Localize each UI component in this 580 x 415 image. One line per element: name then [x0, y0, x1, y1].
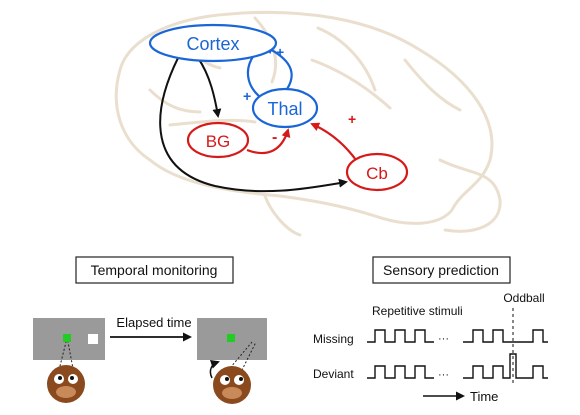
cortex-node: Cortex: [148, 23, 278, 63]
missing-dots: ···: [438, 333, 449, 345]
sign-thal-to-cortex: +: [276, 44, 284, 60]
green-target-2: [227, 334, 235, 342]
sign-cortex-to-thal: +: [243, 88, 251, 104]
white-target-1: [88, 334, 98, 344]
sign-cb-to-thal: +: [348, 111, 356, 127]
sensory-prediction-title: Sensory prediction: [383, 262, 499, 278]
oddball-label: Oddball: [503, 291, 544, 305]
bg-to-thal-arrow: [246, 128, 291, 155]
elapsed-time-label: Elapsed time: [116, 315, 191, 330]
sensory-prediction-title-box: [372, 256, 511, 284]
cb-label: Cb: [366, 164, 388, 183]
missing-pulse-train: [367, 329, 548, 343]
missing-row-label: Missing: [313, 332, 354, 346]
cb-to-thal-arrow: [310, 122, 357, 161]
deviant-dots: ···: [438, 369, 449, 381]
gaze-lines-2: [224, 341, 257, 375]
bg-node: BG: [186, 121, 250, 159]
monkey-head-2: [209, 359, 251, 404]
temporal-monitoring-title-box: [75, 256, 234, 284]
thal-node: Thal: [251, 87, 319, 129]
deviant-row-label: Deviant: [313, 367, 354, 381]
monkey-head-1: [47, 365, 85, 403]
time-label: Time: [470, 389, 498, 404]
cortex-label: Cortex: [186, 34, 239, 54]
deviant-pulse-train: [367, 353, 548, 379]
sign-bg-to-thal: -: [272, 129, 277, 146]
cortex-to-cb-arrow: [159, 57, 348, 193]
cortex-to-bg-arrow: [197, 57, 222, 118]
thal-label: Thal: [267, 99, 302, 119]
repetitive-stimuli-label: Repetitive stimuli: [372, 304, 463, 318]
temporal-monitoring-title: Temporal monitoring: [91, 262, 218, 278]
cb-node: Cb: [345, 152, 409, 192]
bg-label: BG: [206, 132, 231, 151]
green-target-1: [63, 334, 71, 342]
